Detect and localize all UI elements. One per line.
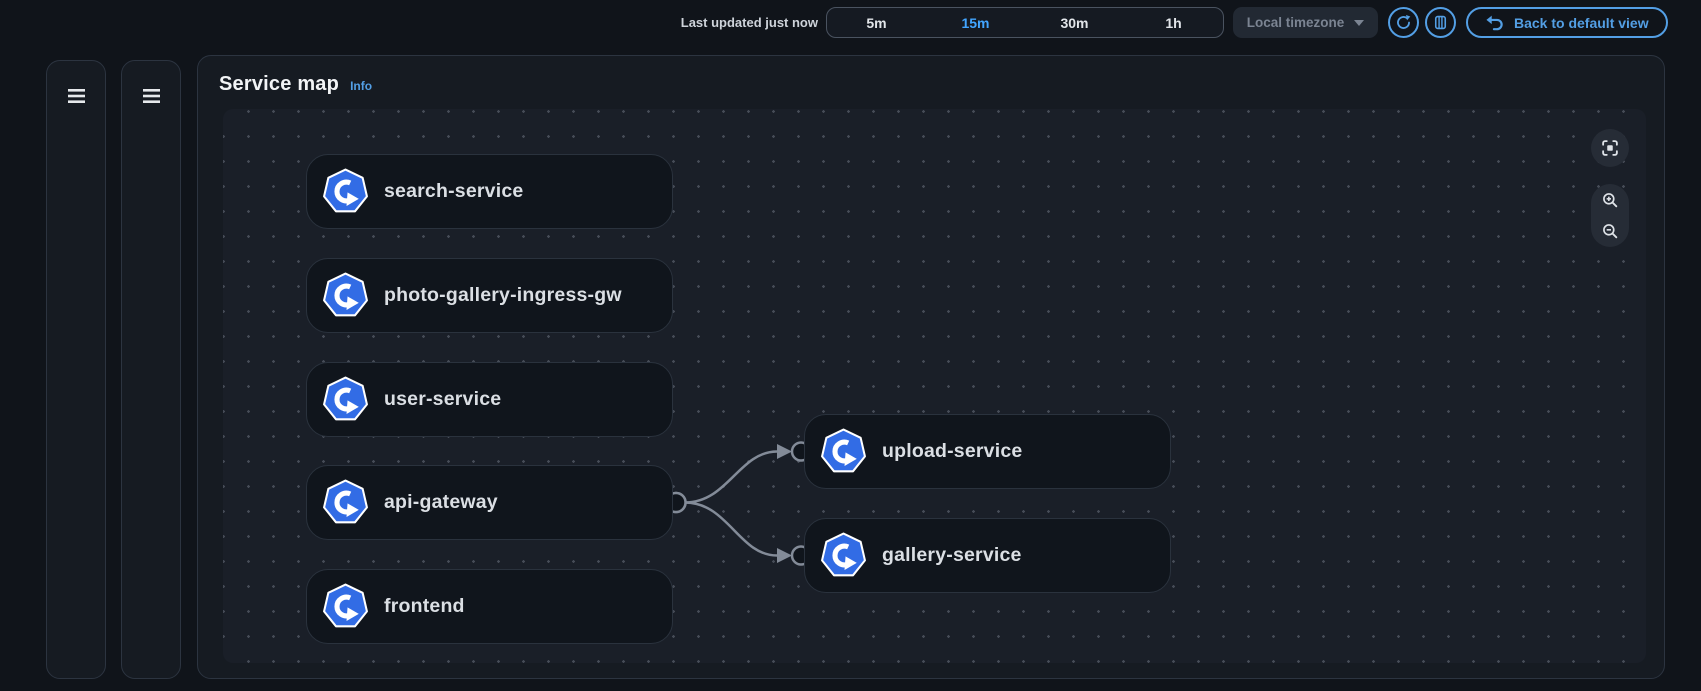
service-node-label: search-service [384,180,524,202]
service-node-label: gallery-service [882,544,1022,566]
map-icon [1434,15,1447,30]
refresh-icon [1397,15,1411,29]
service-node-user-service[interactable]: user-service [306,362,673,437]
edge-path [684,450,778,504]
undo-arrow-icon [1486,15,1503,30]
service-node-search-service[interactable]: search-service [306,154,673,229]
service-map-canvas[interactable]: search-service photo-gallery-ingress-gw us… [223,109,1646,663]
back-to-default-view-button[interactable]: Back to default view [1466,7,1668,38]
zoom-in-button[interactable] [1591,185,1629,215]
hamburger-menu-icon [67,89,85,103]
panel-header: Service map Info [219,73,372,96]
kubernetes-service-icon [821,428,866,473]
fit-to-screen-button[interactable] [1591,129,1629,167]
edge-arrowhead [777,548,792,563]
refresh-button[interactable] [1388,7,1419,38]
kubernetes-service-icon [323,479,368,524]
service-node-frontend[interactable]: frontend [306,569,673,644]
time-range-1h[interactable]: 1h [1124,8,1223,37]
service-node-label: photo-gallery-ingress-gw [384,284,622,306]
last-updated-status: Last updated just now [680,15,818,30]
service-node-photo-gallery-ingress-gw[interactable]: photo-gallery-ingress-gw [306,258,673,333]
zoom-out-icon [1603,224,1618,239]
time-range-30m[interactable]: 30m [1025,8,1124,37]
hamburger-menu-button[interactable] [138,83,164,109]
service-node-label: api-gateway [384,491,498,513]
fit-to-screen-icon [1602,140,1618,156]
kubernetes-service-icon [323,272,368,317]
zoom-in-icon [1603,193,1618,208]
timezone-select-value: Local timezone [1246,15,1345,30]
edge-arrowhead [777,444,792,459]
service-node-label: upload-service [882,440,1023,462]
timezone-select[interactable]: Local timezone [1233,7,1378,38]
service-node-label: frontend [384,595,465,617]
service-node-label: user-service [384,388,502,410]
service-node-gallery-service[interactable]: gallery-service [804,518,1171,593]
left-rail-primary [46,60,106,679]
kubernetes-service-icon [323,168,368,213]
hamburger-menu-button[interactable] [63,83,89,109]
hamburger-menu-icon [142,89,160,103]
map-style-button[interactable] [1425,7,1456,38]
page-title: Service map [219,73,340,95]
zoom-out-button[interactable] [1591,216,1629,246]
time-range-15m[interactable]: 15m [926,8,1025,37]
service-node-upload-service[interactable]: upload-service [804,414,1171,489]
kubernetes-service-icon [821,532,866,577]
service-map-panel: Service map Info search-service photo-gal… [197,55,1665,679]
time-range-5m[interactable]: 5m [827,8,926,37]
service-node-api-gateway[interactable]: api-gateway [306,465,673,540]
kubernetes-service-icon [323,583,368,628]
kubernetes-service-icon [323,376,368,421]
left-rail-secondary [121,60,181,679]
zoom-controls [1591,184,1629,247]
back-to-default-view-label: Back to default view [1514,14,1649,31]
info-link[interactable]: Info [350,79,373,93]
edge-path [684,501,778,557]
chevron-down-icon [1354,19,1365,26]
